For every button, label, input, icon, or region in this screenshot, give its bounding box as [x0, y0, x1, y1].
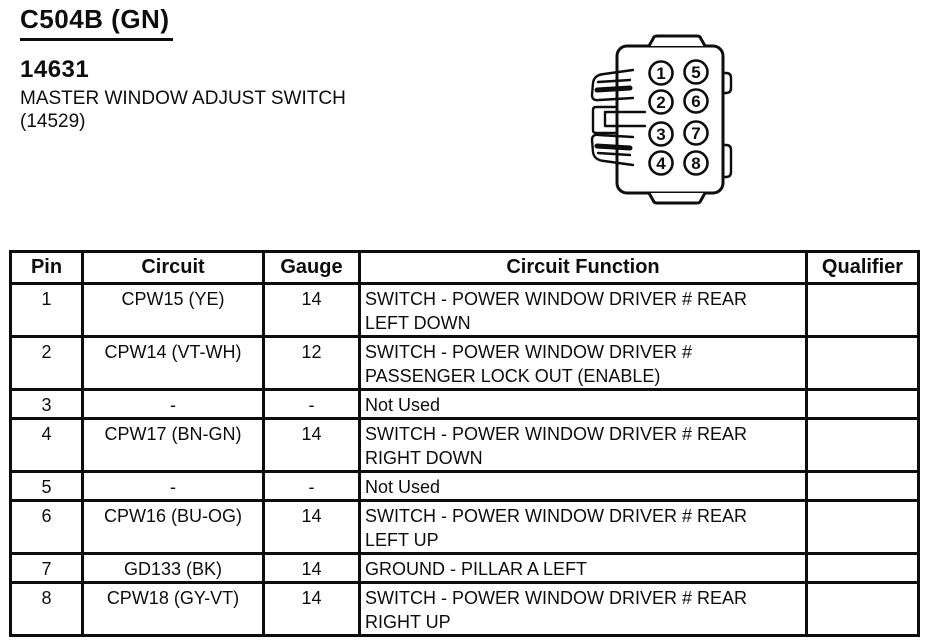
table-row: 5--Not Used — [9, 470, 920, 502]
pin-number-label: 4 — [656, 154, 666, 173]
pin-circle — [683, 59, 709, 85]
cell-qualifier — [805, 388, 920, 420]
cell-pin: 2 — [9, 335, 84, 391]
cell-qualifier — [805, 581, 920, 637]
pin-circle — [648, 60, 674, 86]
connector-diagram: 1 2 3 4 5 6 7 8 — [590, 34, 733, 205]
part-number: 14631 — [20, 56, 90, 83]
connector-pin-1: 1 — [648, 60, 674, 86]
connector-pin-3: 3 — [648, 121, 674, 147]
pin-circle — [648, 89, 674, 115]
cell-function: Not Used — [358, 388, 808, 420]
cell-circuit: GD133 (BK) — [81, 552, 265, 584]
cell-circuit: - — [81, 388, 265, 420]
connector-pin-7: 7 — [683, 120, 709, 146]
cell-gauge: - — [262, 388, 361, 420]
pin-number-label: 6 — [691, 92, 700, 111]
part-name: MASTER WINDOW ADJUST SWITCH — [20, 88, 346, 109]
pin-number-label: 8 — [691, 154, 700, 173]
latch-lower-wing — [590, 133, 635, 167]
cell-circuit: - — [81, 470, 265, 502]
pin-number-label: 5 — [691, 63, 700, 82]
cell-qualifier — [805, 335, 920, 391]
latch-upper-wing — [590, 68, 635, 102]
latch-lower-wing-stripe — [594, 143, 633, 151]
pin-circle — [683, 88, 709, 114]
latch-upper-wing-ridge — [596, 78, 632, 84]
pinout-table: Pin Circuit Gauge Circuit Function Quali… — [9, 250, 920, 637]
connector-pin-2: 2 — [648, 89, 674, 115]
cell-function: Not Used — [358, 470, 808, 502]
connector-pin-8: 8 — [683, 150, 709, 176]
cell-gauge: 14 — [262, 552, 361, 584]
latch-center-bar — [603, 110, 647, 128]
connector-right-bump-lower — [721, 143, 733, 179]
pin-number-label: 2 — [656, 93, 665, 112]
latch-upper-wing-stripe — [594, 85, 633, 93]
cell-qualifier — [805, 552, 920, 584]
cell-gauge: 14 — [262, 417, 361, 473]
cell-function: SWITCH - POWER WINDOW DRIVER # REAR LEFT… — [358, 282, 808, 338]
table-header-row: Pin Circuit Gauge Circuit Function Quali… — [9, 250, 920, 285]
part-name-alt: (14529) — [20, 111, 86, 132]
pin-circle — [648, 121, 674, 147]
header-qualifier: Qualifier — [805, 250, 920, 285]
connector-id-title: C504B (GN) — [20, 4, 174, 41]
cell-circuit: CPW17 (BN-GN) — [81, 417, 265, 473]
connector-pin-4: 4 — [648, 150, 674, 176]
cell-qualifier — [805, 282, 920, 338]
cell-gauge: 14 — [262, 282, 361, 338]
pin-number-label: 1 — [656, 64, 665, 83]
cell-pin: 5 — [9, 470, 84, 502]
pin-circle — [683, 150, 709, 176]
cell-qualifier — [805, 417, 920, 473]
latch-lower-wing-ridge — [596, 151, 632, 157]
pin-number-label: 3 — [656, 125, 665, 144]
cell-circuit: CPW16 (BU-OG) — [81, 499, 265, 555]
pin-group: 1 2 3 4 5 6 7 8 — [648, 59, 709, 176]
cell-qualifier — [805, 499, 920, 555]
cell-pin: 8 — [9, 581, 84, 637]
connector-top-tab — [647, 34, 707, 48]
cell-pin: 3 — [9, 388, 84, 420]
connector-pin-5: 5 — [683, 59, 709, 85]
cell-function: SWITCH - POWER WINDOW DRIVER # REAR RIGH… — [358, 417, 808, 473]
cell-pin: 1 — [9, 282, 84, 338]
latch-center-clip — [591, 105, 617, 135]
header-pin: Pin — [9, 250, 84, 285]
cell-function: SWITCH - POWER WINDOW DRIVER # REAR RIGH… — [358, 581, 808, 637]
pin-circle — [683, 120, 709, 146]
cell-circuit: CPW15 (YE) — [81, 282, 265, 338]
connector-right-bump-upper — [721, 71, 733, 95]
connector-bottom-tab — [647, 191, 707, 205]
cell-function: SWITCH - POWER WINDOW DRIVER # PASSENGER… — [358, 335, 808, 391]
table-row: 3--Not Used — [9, 388, 920, 420]
cell-pin: 4 — [9, 417, 84, 473]
cell-circuit: CPW18 (GY-VT) — [81, 581, 265, 637]
cell-gauge: 12 — [262, 335, 361, 391]
cell-function: SWITCH - POWER WINDOW DRIVER # REAR LEFT… — [358, 499, 808, 555]
header-circuit-function: Circuit Function — [358, 250, 808, 285]
cell-gauge: 14 — [262, 581, 361, 637]
cell-gauge: 14 — [262, 499, 361, 555]
cell-qualifier — [805, 470, 920, 502]
cell-gauge: - — [262, 470, 361, 502]
pin-circle — [648, 150, 674, 176]
cell-pin: 7 — [9, 552, 84, 584]
header-gauge: Gauge — [262, 250, 361, 285]
connector-pin-6: 6 — [683, 88, 709, 114]
header-circuit: Circuit — [81, 250, 265, 285]
cell-circuit: CPW14 (VT-WH) — [81, 335, 265, 391]
cell-pin: 6 — [9, 499, 84, 555]
cell-function: GROUND - PILLAR A LEFT — [358, 552, 808, 584]
pin-number-label: 7 — [691, 124, 700, 143]
